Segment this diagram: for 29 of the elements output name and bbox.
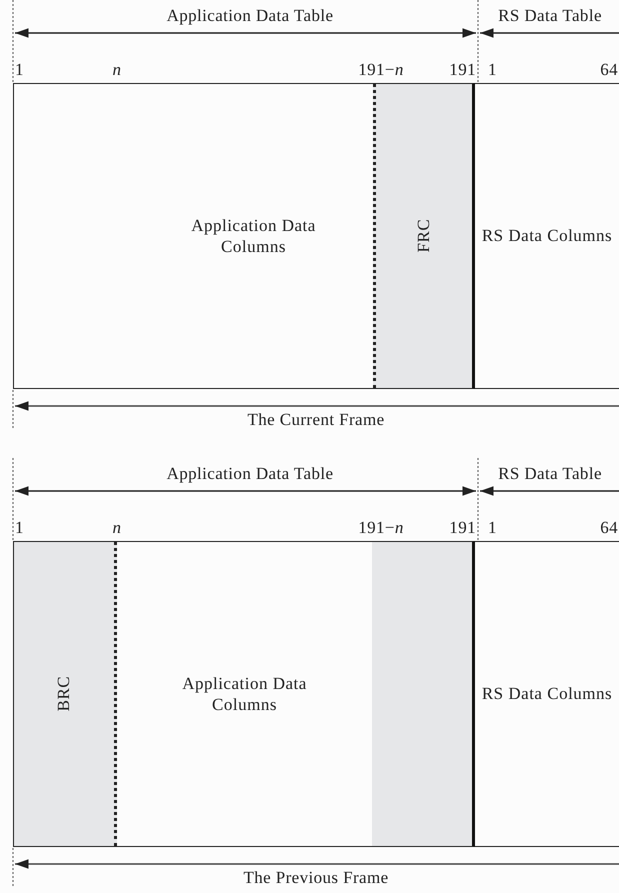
- column-number: 191−n: [358, 518, 404, 538]
- region-label: Application Data Columns: [181, 672, 308, 716]
- column-number: n: [112, 518, 122, 538]
- column-number: 64: [600, 518, 618, 538]
- column-number: 1: [488, 60, 497, 80]
- shaded-column-region: [372, 541, 475, 847]
- column-number: 191−n: [358, 60, 404, 80]
- region-label: Application Data Columns: [190, 214, 317, 258]
- column-region: [475, 83, 619, 389]
- column-number: 1: [15, 518, 24, 538]
- column-number: 1: [15, 60, 24, 80]
- dimension-label: The Current Frame: [247, 410, 385, 430]
- region-label: RS Data Columns: [482, 225, 612, 247]
- dimension-label: RS Data Table: [498, 464, 602, 484]
- shaded-column-region: [373, 83, 475, 389]
- column-number: 64: [600, 60, 618, 80]
- column-number: n: [112, 60, 122, 80]
- column-number: 191: [449, 518, 476, 538]
- region-label: BRC: [53, 676, 74, 712]
- dimension-label: RS Data Table: [498, 6, 602, 26]
- shaded-column-region: [13, 541, 117, 847]
- dimension-label: Application Data Table: [166, 464, 334, 484]
- dimension-label: Application Data Table: [166, 6, 334, 26]
- region-label: FRC: [413, 219, 434, 253]
- dimension-label: The Previous Frame: [243, 868, 389, 888]
- column-number: 1: [488, 518, 497, 538]
- column-region: [475, 541, 619, 847]
- region-label: RS Data Columns: [482, 683, 612, 705]
- column-number: 191: [449, 60, 476, 80]
